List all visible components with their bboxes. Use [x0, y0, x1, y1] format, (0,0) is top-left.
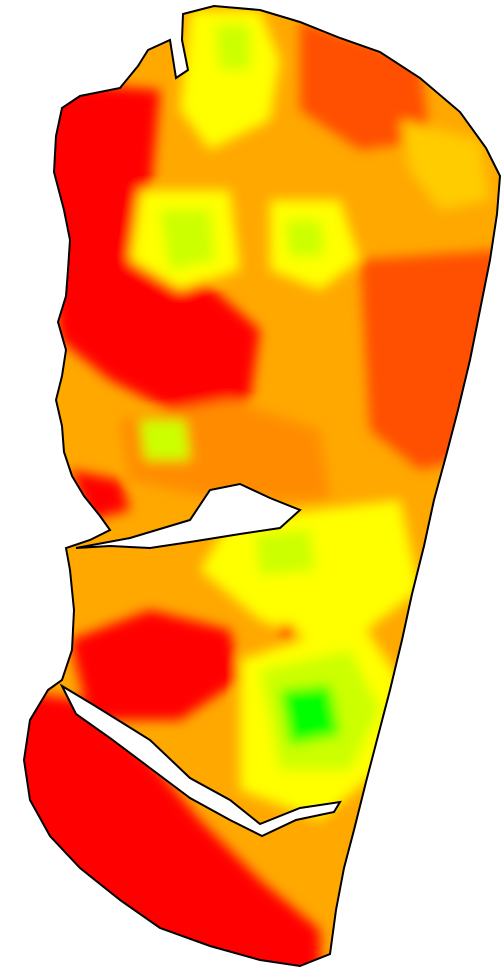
yellow-zone-south-center: [200, 500, 420, 650]
red-zone-mid: [70, 610, 240, 720]
redorange-zone-east: [360, 250, 500, 470]
yellowgreen-zone-mid: [140, 420, 190, 460]
yellow-zone-northeast: [400, 120, 490, 210]
yellowgreen-zone-north: [215, 25, 250, 70]
yellow-zone-north: [180, 10, 280, 150]
yellowgreen-zone-center: [285, 220, 325, 258]
yellowgreen-zone-midsouth: [255, 530, 315, 575]
field-boundary: [22, 4, 502, 968]
yellowgreen-zone-west-center: [160, 210, 215, 270]
gap-channel-mid: [75, 482, 302, 550]
gap-channel-south: [59, 683, 342, 838]
green-zone-peak: [280, 685, 340, 745]
red-spot: [279, 624, 295, 640]
